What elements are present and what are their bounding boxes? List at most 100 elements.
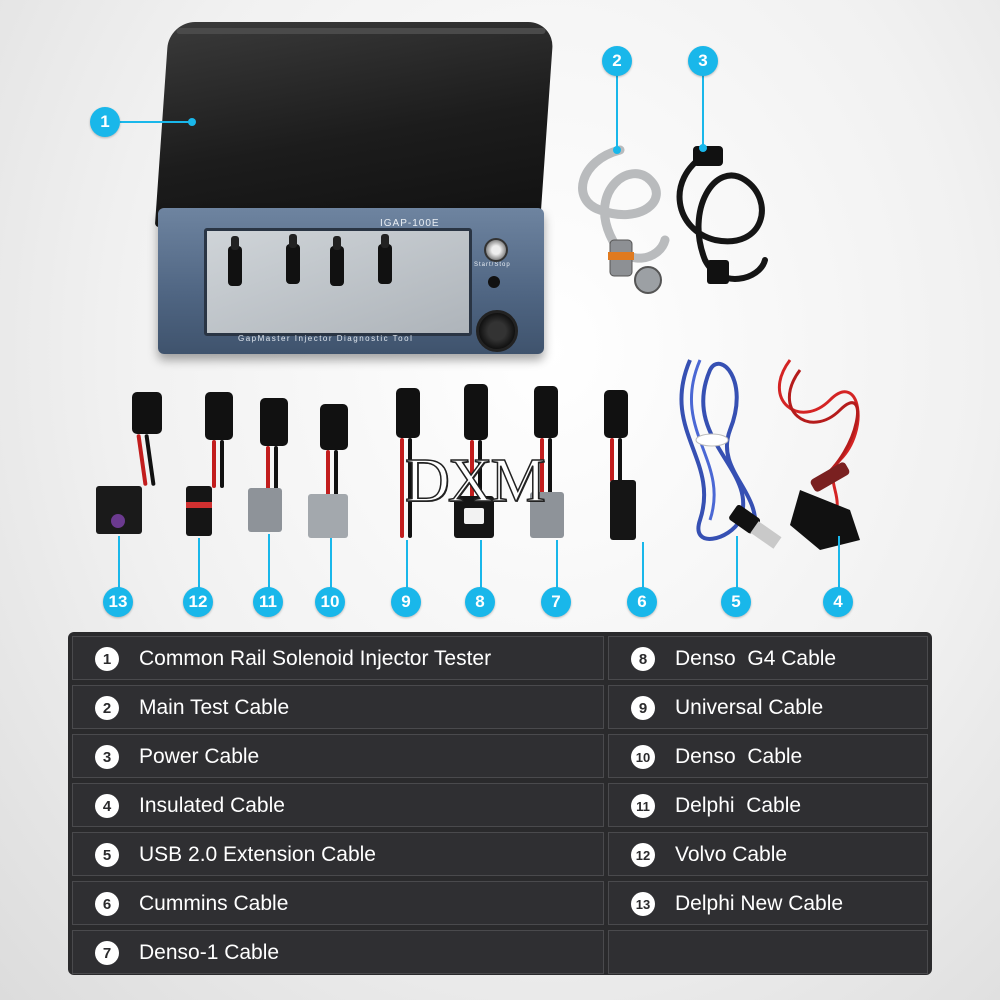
- screen-plug-icon: [330, 236, 344, 286]
- legend-label: Common Rail Solenoid Injector Tester: [139, 647, 492, 670]
- callout-leader-9: [406, 540, 408, 588]
- legend-row: 6 Cummins Cable: [72, 881, 604, 925]
- wire-icon: [470, 440, 474, 498]
- wire-icon: [548, 438, 552, 494]
- screen-plug-icon: [286, 234, 300, 284]
- callout-badge-10: 10: [315, 587, 345, 617]
- legend-label: Cummins Cable: [139, 892, 289, 915]
- test-socket: [476, 310, 518, 352]
- wire-icon: [478, 440, 482, 498]
- model-label: IGAP-100E: [380, 218, 440, 229]
- callout-leader-3: [702, 74, 704, 148]
- indicator-port: [488, 276, 500, 288]
- legend-label: Delphi Cable: [675, 794, 802, 817]
- screen-plug-icon: [228, 236, 242, 286]
- usb-cable-icon: [679, 359, 782, 549]
- legend-row-empty: [608, 930, 928, 974]
- legend-row: 8 Denso G4 Cable: [608, 636, 928, 680]
- callout-badge-7: 7: [541, 587, 571, 617]
- legend-row: 3 Power Cable: [72, 734, 604, 778]
- legend-number: 5: [95, 843, 119, 867]
- connector-latch-icon: [111, 514, 125, 528]
- legend-label: Volvo Cable: [675, 843, 788, 866]
- callout-dot-2: [613, 146, 621, 154]
- wire-icon: [618, 438, 622, 482]
- adapter-plug-icon: [320, 404, 348, 450]
- wire-icon: [212, 440, 216, 488]
- connector-window-icon: [464, 508, 484, 524]
- legend-row: 10 Denso Cable: [608, 734, 928, 778]
- legend-number: 9: [631, 696, 655, 720]
- callout-leader-7: [556, 540, 558, 588]
- callout-leader-12: [198, 538, 200, 588]
- legend-number: 11: [631, 794, 655, 818]
- callout-dot-3: [699, 144, 707, 152]
- volvo-connector-icon: [186, 486, 212, 536]
- legend-row: 5 USB 2.0 Extension Cable: [72, 832, 604, 876]
- legend-number: 7: [95, 941, 119, 965]
- denso-1-connector-icon: [530, 492, 564, 538]
- legend-row: 12 Volvo Cable: [608, 832, 928, 876]
- insulated-cable-icon: [777, 359, 860, 550]
- brand-label: GapMaster Injector Diagnostic Tool: [238, 334, 414, 343]
- legend-number: 2: [95, 696, 119, 720]
- callout-leader-11: [268, 534, 270, 588]
- main-test-cable-icon: [578, 145, 670, 294]
- start-stop-button[interactable]: [484, 238, 508, 262]
- callout-leader-4: [838, 536, 840, 588]
- callout-badge-5: 5: [721, 587, 751, 617]
- legend-row: 11 Delphi Cable: [608, 783, 928, 827]
- legend-row: 1 Common Rail Solenoid Injector Tester: [72, 636, 604, 680]
- callout-leader-5: [736, 536, 738, 588]
- screen-plug-icon: [378, 234, 392, 284]
- cummins-connector-icon: [610, 480, 636, 540]
- legend-row: 4 Insulated Cable: [72, 783, 604, 827]
- wire-icon: [540, 438, 544, 494]
- wire-icon: [266, 446, 270, 490]
- legend-label: USB 2.0 Extension Cable: [139, 843, 376, 866]
- power-cable-icon: [676, 146, 768, 284]
- adapter-plug-icon: [396, 388, 420, 438]
- callout-badge-11: 11: [253, 587, 283, 617]
- callout-badge-13: 13: [103, 587, 133, 617]
- legend-label: Universal Cable: [675, 696, 824, 719]
- adapter-plug-icon: [464, 384, 488, 440]
- legend-label: Denso G4 Cable: [675, 647, 837, 670]
- callout-badge-1: 1: [90, 107, 120, 137]
- callout-leader-1: [120, 121, 192, 123]
- delphi-connector-icon: [248, 488, 282, 532]
- wire-icon: [400, 438, 404, 538]
- callout-badge-8: 8: [465, 587, 495, 617]
- wire-icon: [274, 446, 278, 490]
- callout-leader-13: [118, 536, 120, 588]
- adapter-plug-icon: [205, 392, 233, 440]
- adapter-plug-icon: [534, 386, 558, 438]
- legend-row: 9 Universal Cable: [608, 685, 928, 729]
- adapter-plug-icon: [604, 390, 628, 438]
- legend-label: Insulated Cable: [139, 794, 285, 817]
- legend-label: Denso-1 Cable: [139, 941, 280, 964]
- callout-badge-9: 9: [391, 587, 421, 617]
- callout-dot-1: [188, 118, 196, 126]
- wire-icon: [334, 450, 338, 496]
- legend-row: 2 Main Test Cable: [72, 685, 604, 729]
- legend-row: 13 Delphi New Cable: [608, 881, 928, 925]
- legend-number: 8: [631, 647, 655, 671]
- parts-legend-table: 1 Common Rail Solenoid Injector Tester 2…: [68, 632, 932, 975]
- wire-icon: [220, 440, 224, 488]
- wire-icon: [326, 450, 330, 496]
- legend-number: 10: [631, 745, 655, 769]
- denso-connector-icon: [308, 494, 348, 538]
- tester-housing: [154, 22, 555, 227]
- wire-icon: [408, 438, 412, 538]
- legend-number: 12: [631, 843, 655, 867]
- callout-badge-3: 3: [688, 46, 718, 76]
- legend-label: Denso Cable: [675, 745, 803, 768]
- callout-leader-6: [642, 542, 644, 588]
- legend-number: 13: [631, 892, 655, 916]
- legend-number: 4: [95, 794, 119, 818]
- callout-badge-6: 6: [627, 587, 657, 617]
- adapter-plug-icon: [132, 392, 162, 434]
- legend-number: 3: [95, 745, 119, 769]
- callout-badge-2: 2: [602, 46, 632, 76]
